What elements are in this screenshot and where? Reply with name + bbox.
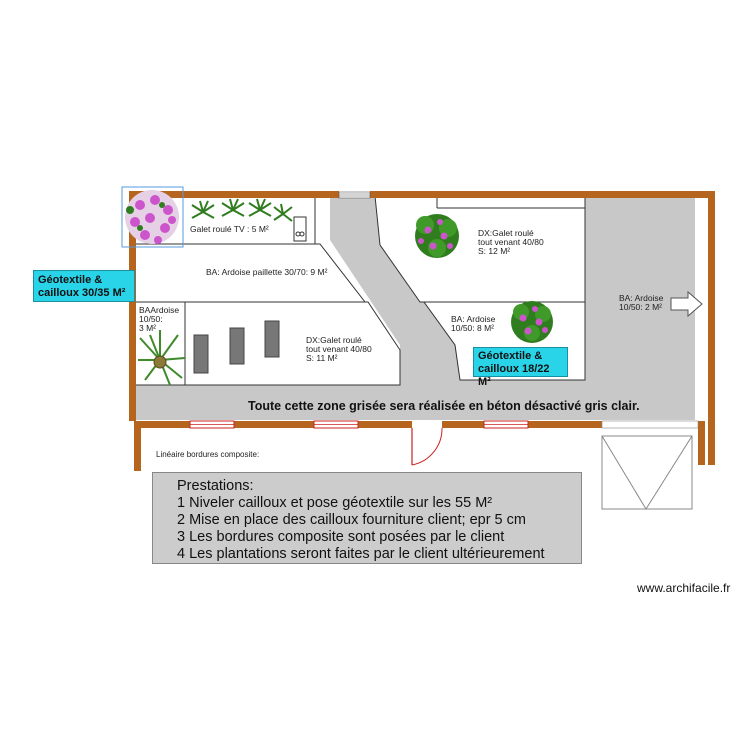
prestations-title: Prestations: — [177, 478, 254, 494]
wall-left — [129, 191, 136, 421]
stepping-stone-2 — [229, 327, 245, 365]
grass-plant-1-icon — [191, 200, 215, 219]
prestations-item: 2 Mise en place des cailloux fourniture … — [177, 512, 526, 528]
label-dx-galet-center: DX:Galet roulé tout venant 40/80 S: 11 M… — [306, 335, 374, 363]
geotextile-right-label: Géotextile & cailloux 18/22 M² — [473, 347, 568, 388]
palm-plant-icon — [138, 330, 186, 386]
wall-right — [708, 191, 715, 465]
grass-plant-3-icon — [248, 198, 272, 217]
label-ba-ardoise-mid: BA: Ardoise 10/50: 8 M² — [451, 314, 498, 333]
flower-shrub-top-left-icon — [121, 186, 184, 248]
bordures-label: Linéaire bordures composite: — [156, 450, 260, 459]
wall-top-right-end — [695, 191, 715, 198]
prestations-item: 3 Les bordures composite sont posées par… — [177, 529, 505, 545]
prestations-item: 4 Les plantations seront faites par le c… — [177, 546, 545, 562]
stepping-stone-3 — [264, 320, 280, 358]
arrow-right-icon — [670, 290, 703, 318]
label-ba-ardoise-left: BAArdoise 10/50: 3 M² — [139, 305, 182, 333]
door-opening — [412, 421, 442, 428]
geotextile-left-label: Géotextile & cailloux 30/35 M² — [33, 270, 135, 302]
gate-gap — [338, 191, 371, 199]
label-ba-ardoise-right: BA: Ardoise 10/50: 2 M² — [619, 293, 666, 312]
label-ardoise-paillette: BA: Ardoise paillette 30/70: 9 M² — [206, 267, 328, 277]
label-dx-galet-top-right: DX:Galet roulé tout venant 40/80 S: 12 M… — [478, 228, 546, 256]
flower-bush-mid-icon — [511, 301, 553, 343]
door-swing — [411, 427, 443, 466]
credit-text: www.archifacile.fr — [637, 581, 731, 595]
grass-plant-4-icon — [273, 203, 293, 222]
wall-top-left — [129, 191, 339, 198]
wall-bottom-left-post — [134, 421, 141, 471]
grass-plant-2-icon — [221, 198, 245, 217]
flower-bush-top-right-icon — [415, 214, 459, 258]
stepping-stone-1 — [193, 334, 209, 374]
wall-top-right — [370, 191, 695, 198]
utility-box — [293, 216, 307, 242]
garage-opening — [601, 420, 699, 429]
prestations-box: Prestations: 1 Niveler cailloux et pose … — [152, 472, 582, 564]
prestations-item: 1 Niveler cailloux et pose géotextile su… — [177, 495, 493, 511]
garage-door — [601, 435, 693, 510]
label-galet-tv: Galet roulé TV : 5 M² — [190, 224, 269, 234]
wall-bottom-right-post — [698, 421, 705, 465]
concrete-note: Toute cette zone grisée sera réalisée en… — [248, 399, 640, 413]
